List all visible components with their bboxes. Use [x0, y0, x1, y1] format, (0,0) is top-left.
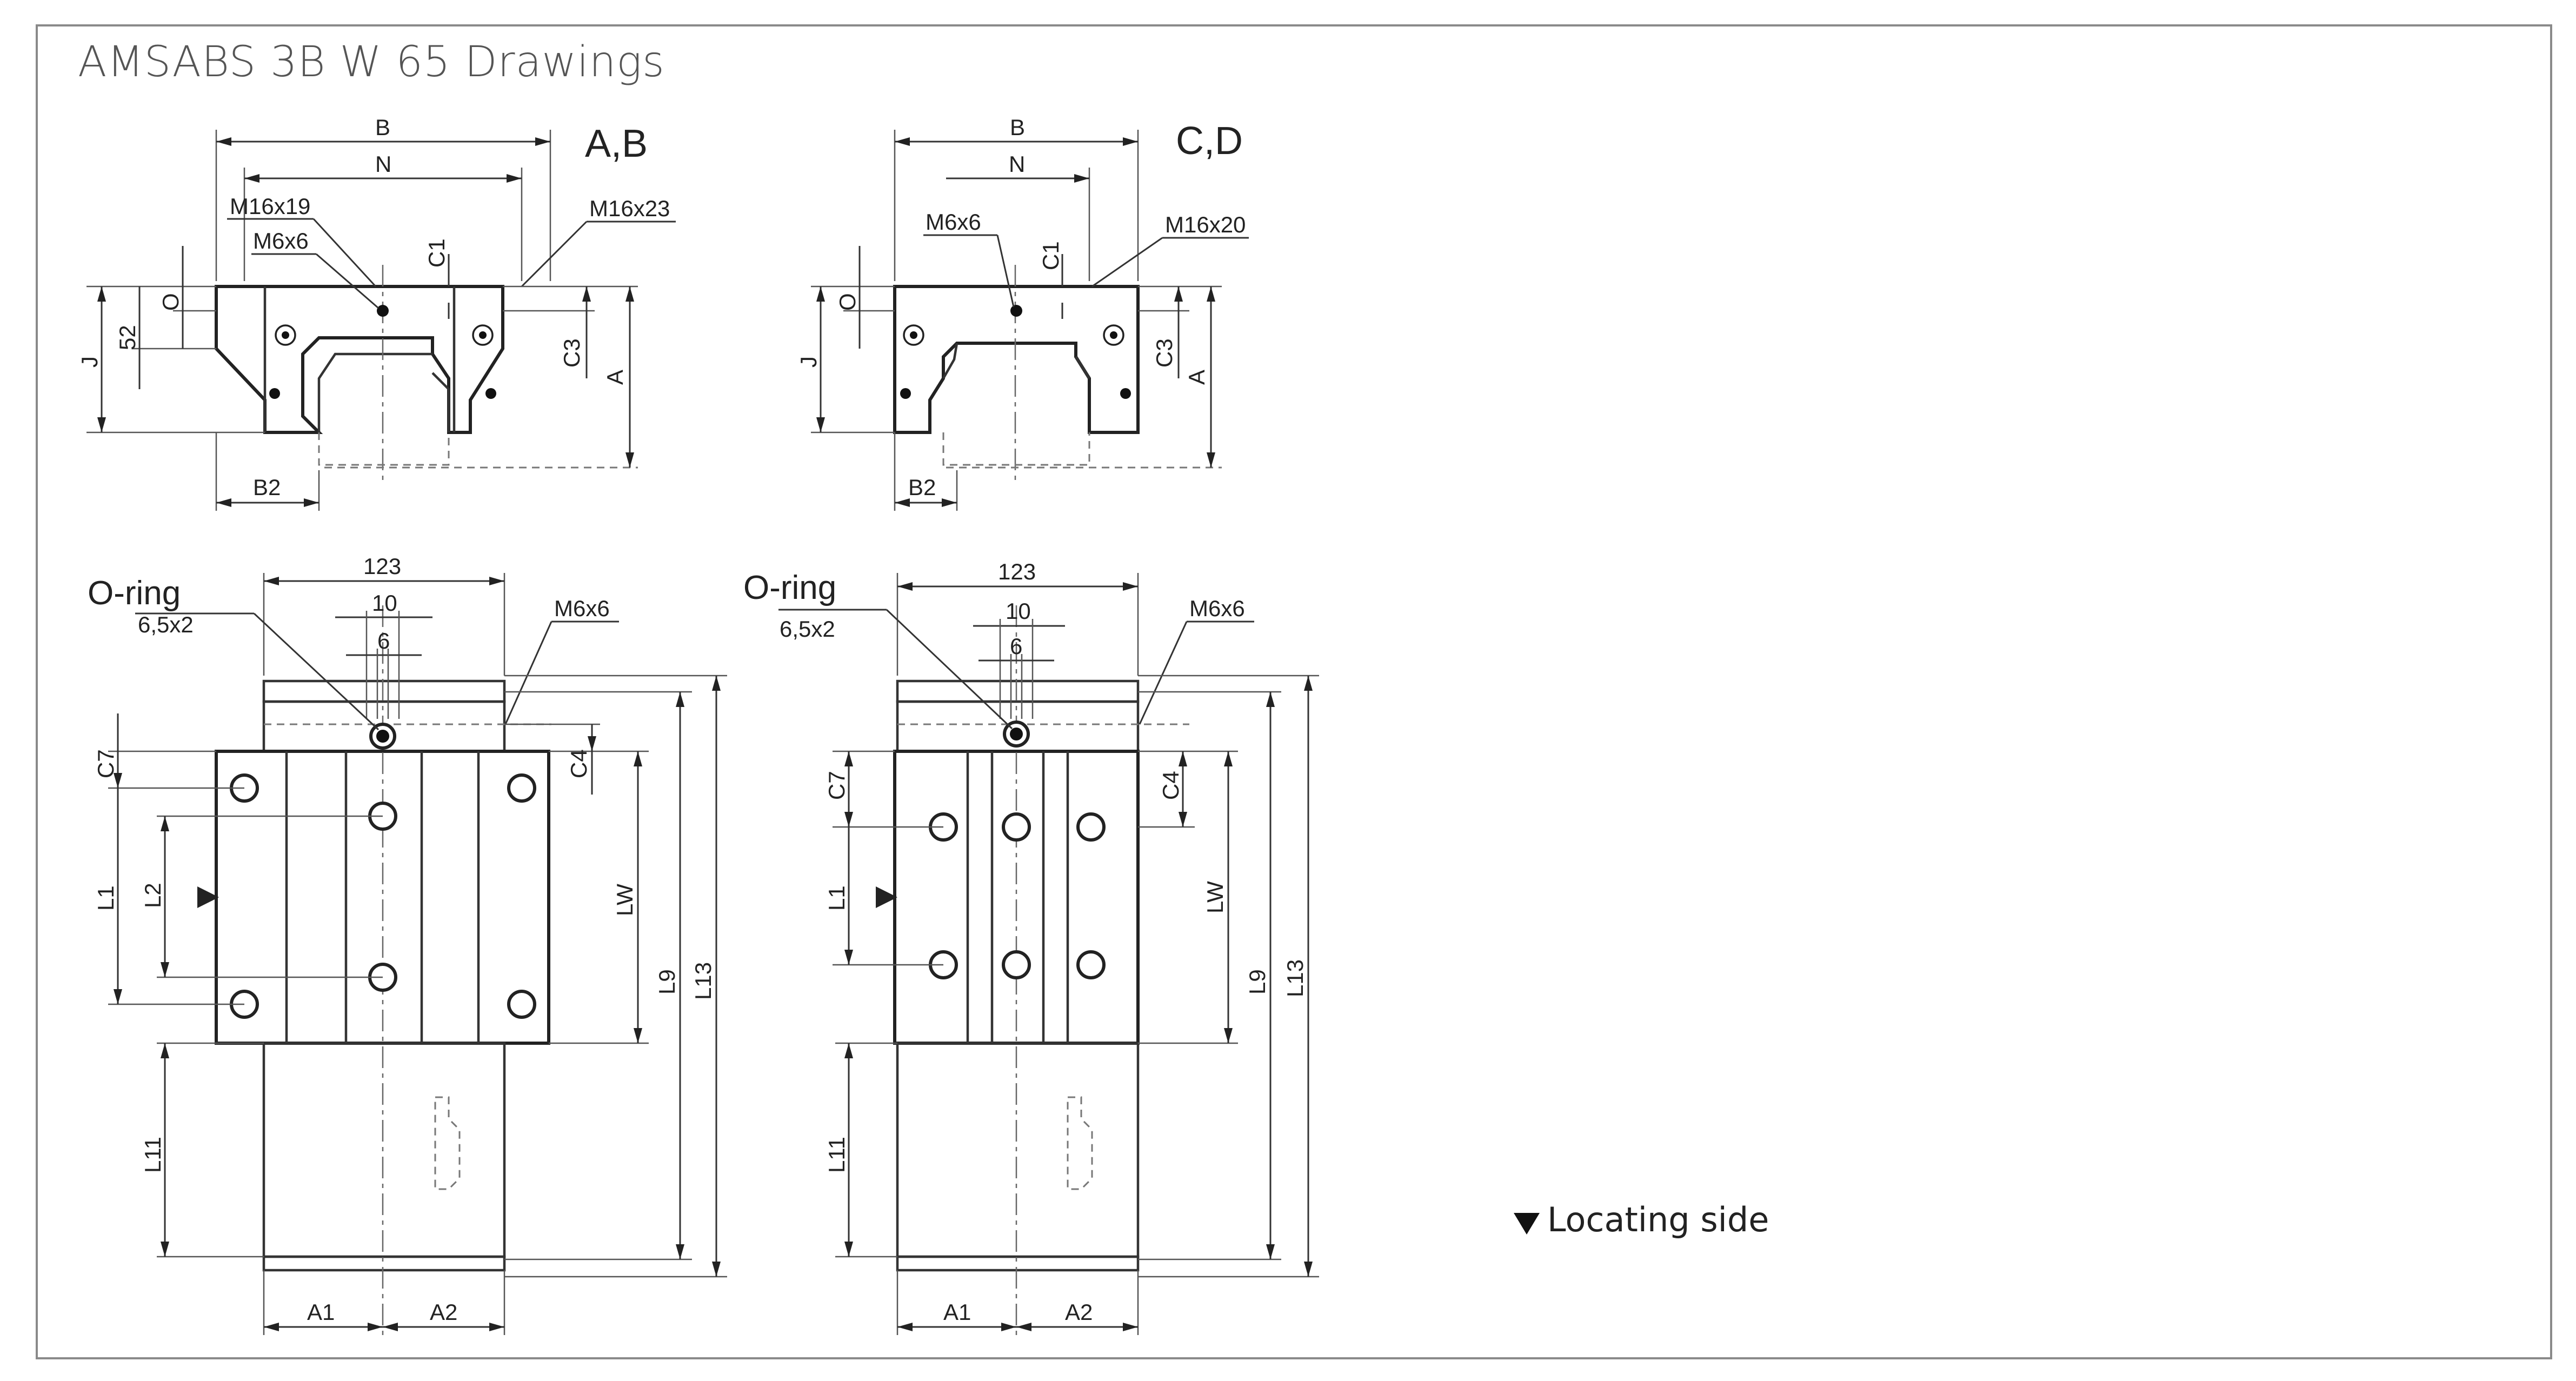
- dim-c1-ab: C1: [424, 238, 449, 268]
- dim-a2-cd: A2: [1065, 1299, 1093, 1325]
- dim-10-ab: 10: [372, 590, 397, 616]
- dim-a1-cd: A1: [943, 1299, 971, 1325]
- locating-triangle-icon: [1514, 1212, 1540, 1235]
- dim-c1-cd: C1: [1038, 241, 1063, 270]
- dim-b-ab: B: [375, 115, 390, 140]
- dim-c7-ab: C7: [93, 749, 118, 778]
- dim-l9-ab: L9: [654, 969, 680, 995]
- dim-n-ab: N: [375, 151, 391, 177]
- rail-channel-ab: [317, 352, 450, 432]
- dim-b2-cd: B2: [908, 475, 936, 500]
- dim-6-ab: 6: [377, 628, 390, 653]
- dim-a2-ab: A2: [430, 1299, 457, 1325]
- dim-123-cd: 123: [998, 559, 1036, 584]
- thread-m6x6-plan-cd: M6x6: [1189, 596, 1245, 621]
- rail-ab: [262, 1042, 506, 1258]
- dim-a-ab: A: [602, 370, 628, 385]
- carriage-body-ab: [215, 285, 504, 434]
- oring-label-ab: O-ring: [88, 575, 181, 612]
- page-title: AMSABS 3B W 65 Drawings: [78, 38, 665, 86]
- oring-size-ab: 6,5x2: [138, 612, 194, 637]
- locating-side-label: Locating side: [1547, 1200, 1769, 1239]
- dim-a-cd: A: [1184, 370, 1209, 385]
- thread-m16x19-ab: M16x19: [230, 194, 310, 219]
- end-view-cd: B N C,D M6x6 M16x20 C1 C3 A O: [796, 115, 1249, 511]
- carriage-body-cd: [893, 285, 1140, 434]
- dim-l2-ab: L2: [140, 883, 165, 908]
- plan-view-cd: 123 10 6 O-ring 6,5x2 M6x6 C7 L1: [743, 559, 1319, 1335]
- dim-j-cd: J: [796, 356, 821, 368]
- view-label-ab: A,B: [585, 122, 648, 165]
- dim-10-cd: 10: [1006, 598, 1031, 624]
- rail-cd: [896, 1042, 1140, 1258]
- dim-l1-cd: L1: [824, 885, 849, 911]
- dim-l13-cd: L13: [1282, 959, 1308, 997]
- thread-m6x6-plan-ab: M6x6: [554, 596, 610, 621]
- dim-c3-cd: C3: [1151, 338, 1177, 368]
- dim-c3-ab: C3: [559, 338, 584, 368]
- dim-l11-ab: L11: [140, 1137, 165, 1173]
- thread-m6x6-cd: M6x6: [926, 209, 981, 235]
- dim-n-cd: N: [1009, 151, 1025, 177]
- dim-o-ab: O: [158, 293, 183, 311]
- dim-b-cd: B: [1010, 115, 1025, 140]
- thread-m16x20-cd: M16x20: [1165, 212, 1246, 237]
- dim-52-ab: 52: [115, 325, 140, 350]
- locating-side-legend: Locating side: [1514, 1200, 1769, 1239]
- dim-l11-cd: L11: [824, 1137, 849, 1173]
- dim-b2-ab: B2: [253, 475, 281, 500]
- dim-l13-ab: L13: [690, 962, 716, 1000]
- oring-size-cd: 6,5x2: [780, 616, 835, 642]
- end-view-ab: B N A,B M16x19 M6x6 M16x23 C1 C3: [77, 115, 676, 511]
- oring-label-cd: O-ring: [743, 569, 836, 606]
- dim-c4-ab: C4: [566, 749, 591, 778]
- dim-6-cd: 6: [1010, 633, 1022, 659]
- dim-a1-ab: A1: [307, 1299, 335, 1325]
- dim-c7-cd: C7: [824, 771, 849, 800]
- dim-lw-cd: LW: [1202, 881, 1228, 913]
- dim-lw-ab: LW: [612, 884, 637, 916]
- thread-m6x6-ab: M6x6: [253, 228, 309, 253]
- plan-view-ab: 123 10 6 O-ring 6,5x2 M6x6 C7 L1 L2: [88, 553, 727, 1335]
- thread-m16x23-ab: M16x23: [589, 196, 670, 221]
- drawing-frame: [36, 24, 2552, 1359]
- dim-l9-cd: L9: [1244, 969, 1270, 995]
- view-label-cd: C,D: [1176, 119, 1243, 163]
- dim-123-ab: 123: [363, 553, 401, 579]
- dim-o-cd: O: [835, 293, 860, 311]
- dim-c4-cd: C4: [1158, 771, 1183, 800]
- dim-l1-ab: L1: [93, 885, 118, 911]
- dim-j-ab: J: [77, 356, 102, 368]
